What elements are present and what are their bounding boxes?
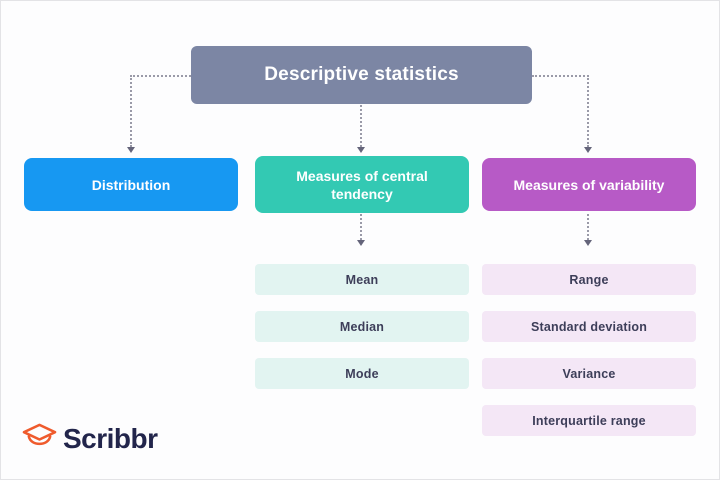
connector-variability-to-items — [587, 214, 589, 240]
root-node-descriptive-statistics: Descriptive statistics — [191, 46, 532, 104]
arrowhead-variability — [584, 147, 592, 153]
branch-label-distribution: Distribution — [91, 176, 171, 193]
connector-root-to-variability-vertical — [587, 75, 589, 147]
connector-root-to-central-tendency — [360, 105, 362, 147]
list-item-median: Median — [255, 311, 469, 342]
arrowhead-central-tendency — [357, 147, 365, 153]
connector-root-to-variability-horizontal — [532, 75, 589, 77]
arrowhead-variability-items — [584, 240, 592, 246]
branch-node-distribution: Distribution — [24, 158, 238, 211]
scribbr-logo-text: Scribbr — [63, 422, 158, 454]
central-tendency-item-list: Mean Median Mode — [255, 264, 469, 389]
list-item-range: Range — [482, 264, 696, 295]
list-item-mean: Mean — [255, 264, 469, 295]
variability-item-list: Range Standard deviation Variance Interq… — [482, 264, 696, 436]
graduation-cap-icon — [21, 422, 58, 455]
list-item-interquartile-range: Interquartile range — [482, 405, 696, 436]
branch-label-variability: Measures of variability — [513, 176, 665, 193]
list-item-standard-deviation: Standard deviation — [482, 311, 696, 342]
arrowhead-distribution — [127, 147, 135, 153]
branch-node-central-tendency: Measures of central tendency — [255, 156, 469, 213]
arrowhead-central-tendency-items — [357, 240, 365, 246]
connector-root-to-distribution-horizontal — [130, 75, 191, 77]
branch-label-central-tendency: Measures of central tendency — [296, 167, 428, 202]
root-node-label: Descriptive statistics — [264, 64, 459, 85]
scribbr-logo: Scribbr — [21, 422, 158, 455]
branch-node-variability: Measures of variability — [482, 158, 696, 211]
connector-central-tendency-to-items — [360, 214, 362, 240]
connector-root-to-distribution-vertical — [130, 75, 132, 147]
list-item-mode: Mode — [255, 358, 469, 389]
list-item-variance: Variance — [482, 358, 696, 389]
